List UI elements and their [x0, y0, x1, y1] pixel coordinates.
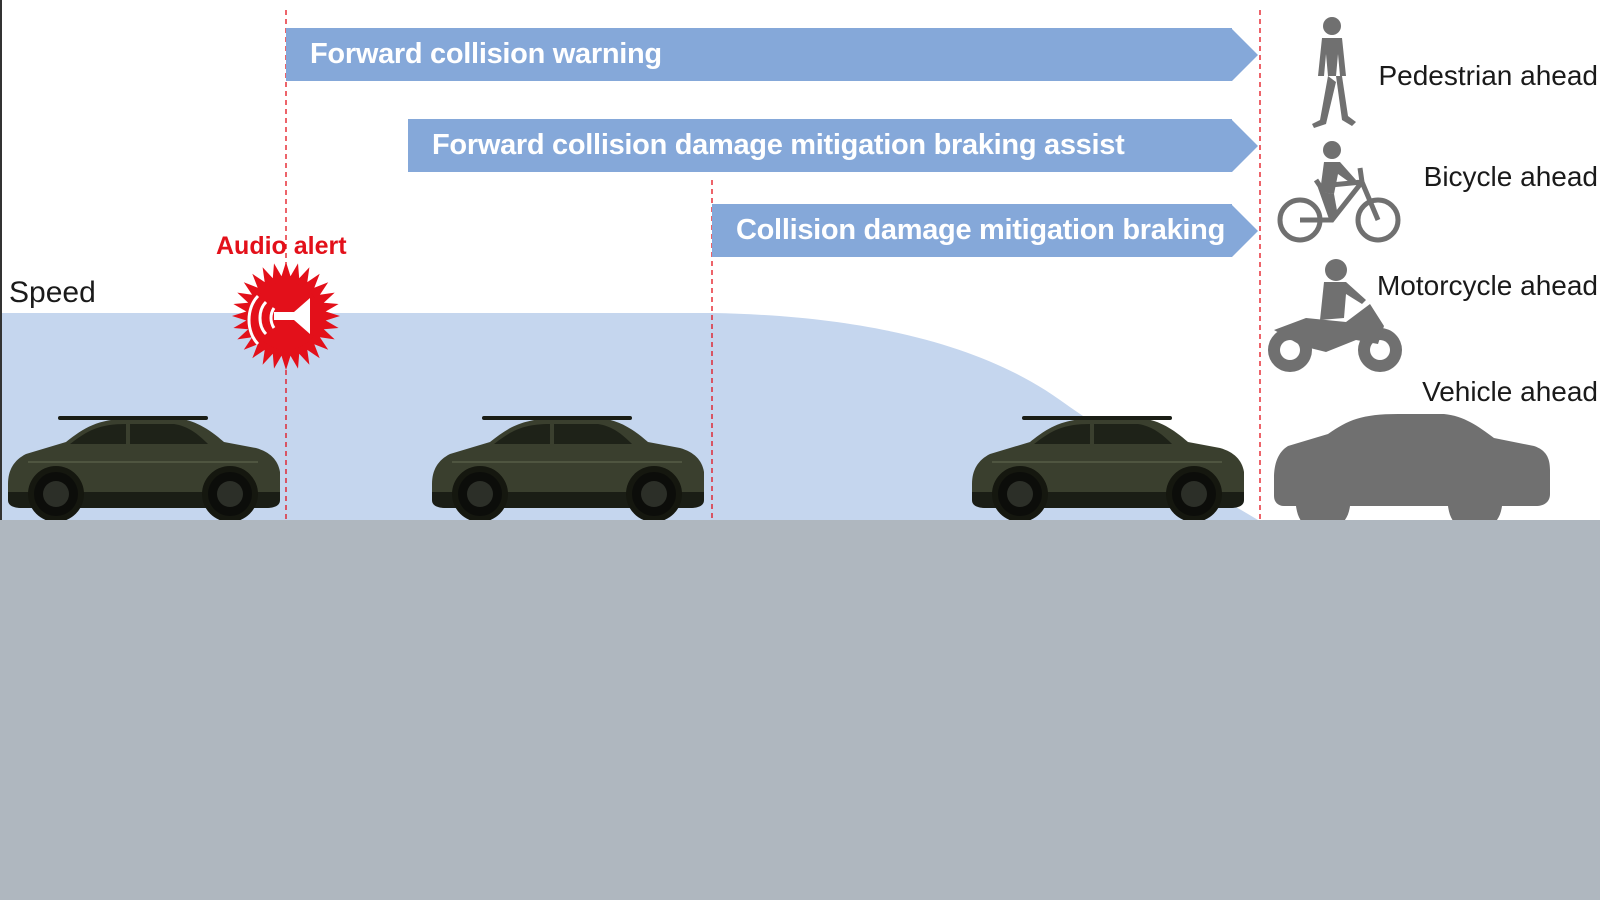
- target-label-pedestrian: Pedestrian ahead: [1378, 60, 1598, 91]
- target-label-bicycle: Bicycle ahead: [1423, 161, 1598, 192]
- bicycle-icon: [1277, 141, 1401, 243]
- band-label: Forward collision damage mitigation brak…: [432, 129, 1125, 161]
- mitigation-braking-band: Collision damage mitigation braking: [712, 204, 1258, 257]
- band-label: Forward collision warning: [310, 38, 662, 70]
- band-arrowhead: [1232, 119, 1258, 172]
- speaker-icon: [232, 262, 340, 370]
- braking-assist-band: Forward collision damage mitigation brak…: [408, 119, 1258, 172]
- diagram-canvas: [0, 10, 1550, 520]
- audio-alert-label: Audio alert: [216, 232, 347, 260]
- target-label-vehicle: Vehicle ahead: [1422, 376, 1598, 407]
- vehicle-icon: [1274, 414, 1550, 520]
- speed-label: Speed: [9, 276, 96, 309]
- target-label-motorcycle: Motorcycle ahead: [1376, 270, 1598, 301]
- band-arrowhead: [1232, 204, 1258, 257]
- forward-collision-warning-band: Forward collision warning: [286, 28, 1258, 81]
- motorcycle-icon: [1268, 259, 1402, 372]
- band-arrowhead: [1232, 28, 1258, 81]
- left-frame-edge: [0, 0, 2, 520]
- pedestrian-icon: [1312, 17, 1356, 128]
- band-label: Collision damage mitigation braking: [736, 214, 1225, 246]
- ground-area: [0, 520, 1600, 900]
